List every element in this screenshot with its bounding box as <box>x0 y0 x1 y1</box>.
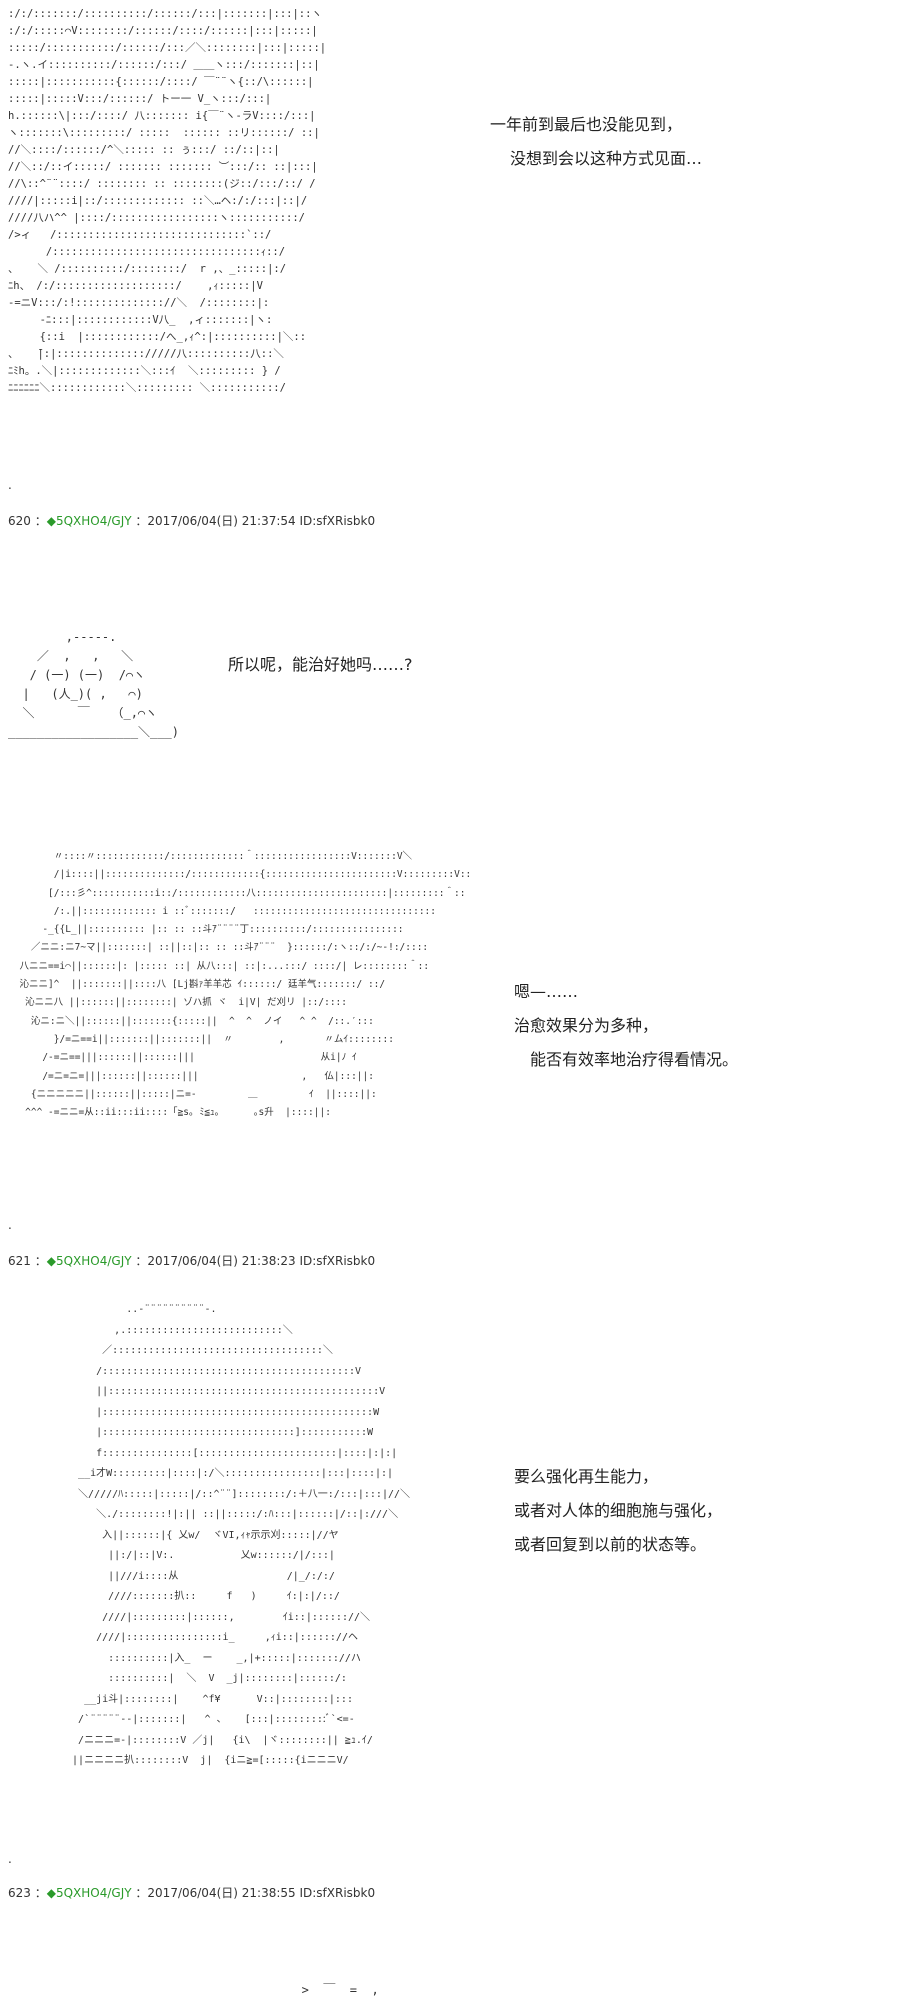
tripcode: 5QXHO4/GJY <box>55 1886 132 1900</box>
tripcode: 5QXHO4/GJY <box>55 1254 132 1268</box>
dialog-line: 或者回复到以前的状态等。 <box>514 1535 707 1554</box>
post-number[interactable]: 620 <box>8 514 31 528</box>
dialog-panel-1: 一年前到最后也没能见到， 没想到会以这种方式见面… <box>490 108 702 176</box>
dialog-line: 治愈效果分为多种， <box>514 1016 659 1035</box>
dialog-panel-4: 要么强化再生能力， 或者对人体的细胞施与强化， 或者回复到以前的状态等。 <box>514 1460 722 1562</box>
post-datetime-id: ：2017/06/04(日) 21:38:55 ID:sfXRisbk0 <box>131 1886 376 1900</box>
ascii-art-yaruo-face: ,-----. ／ , , ＼ / (一) (一) /⌒ヽ | (人_)( , … <box>8 630 179 739</box>
post-number[interactable]: 621 <box>8 1254 31 1268</box>
dialog-line: 能否有效率地治疗得看情况。 <box>530 1050 739 1069</box>
ascii-art-girl-long-hair: ..-¨¨¨¨¨¨¨¨¨¨-. ,.::::::::::::::::::::::… <box>72 1304 411 1766</box>
post-header-621: 621 ：◆5QXHO4/GJY ：2017/06/04(日) 21:38:23… <box>8 1254 376 1268</box>
post-datetime-id: ：2017/06/04(日) 21:38:23 ID:sfXRisbk0 <box>131 1254 376 1268</box>
trip-diamond-icon: ◆ <box>46 514 56 528</box>
dialog-panel-2: 所以呢，能治好她吗……? <box>228 648 413 682</box>
post-datetime-id: ：2017/06/04(日) 21:37:54 ID:sfXRisbk0 <box>131 514 376 528</box>
separator-dot: . <box>8 1218 12 1232</box>
separator-dot: . <box>8 1852 12 1866</box>
post-number[interactable]: 623 <box>8 1886 31 1900</box>
dialog-line: 没想到会以这种方式见面… <box>510 149 703 168</box>
post-header-620: 620 ：◆5QXHO4/GJY ：2017/06/04(日) 21:37:54… <box>8 514 376 528</box>
dialog-line: 一年前到最后也没能见到， <box>490 115 683 134</box>
dialog-panel-3: 嗯—…… 治愈效果分为多种， 能否有效率地治疗得看情况。 <box>514 975 738 1077</box>
trip-diamond-icon: ◆ <box>46 1886 56 1900</box>
ascii-art-woman-portrait: :/:/:::::::/::::::::::/::::::/:::|::::::… <box>8 8 327 394</box>
tripcode: 5QXHO4/GJY <box>55 514 132 528</box>
dialog-line: 嗯—…… <box>514 982 579 1001</box>
dialog-line: 要么强化再生能力， <box>514 1467 659 1486</box>
dialog-line: 所以呢，能治好她吗……? <box>228 655 413 674</box>
separator-dot: . <box>8 478 12 492</box>
post-header-623: 623 ：◆5QXHO4/GJY ：2017/06/04(日) 21:38:55… <box>8 1886 376 1900</box>
ascii-art-girl-smiling: 〃::::〃::::::::::::/:::::::::::::＾:::::::… <box>19 851 472 1119</box>
dialog-line: 或者对人体的细胞施与强化， <box>514 1501 723 1520</box>
ascii-art-partial-bottom: > ￣ = , <box>280 1983 379 1997</box>
trip-diamond-icon: ◆ <box>46 1254 56 1268</box>
